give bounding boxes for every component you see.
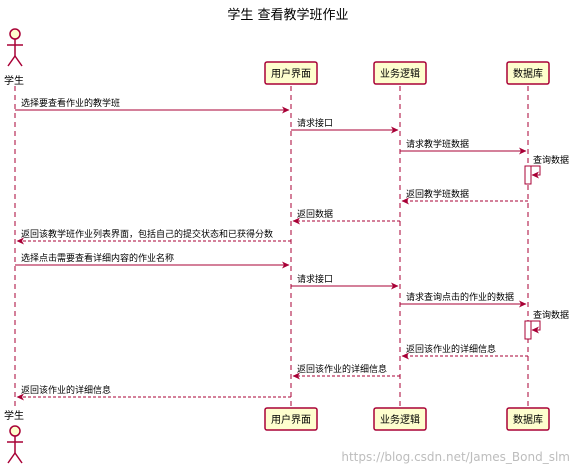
messages: 选择要查看作业的教学班请求接口请求教学班数据查询数据返回教学班数据返回数据返回该… — [15, 97, 569, 401]
actor-top: 学生 — [4, 28, 24, 87]
actor-label: 学生 — [4, 409, 24, 422]
participant-label: 业务逻辑 — [380, 67, 420, 80]
message-label: 请求教学班数据 — [406, 138, 469, 150]
participants-bottom: 学生 用户界面 业务逻辑 数据库 — [4, 407, 550, 464]
message-label: 选择要查看作业的教学班 — [21, 97, 120, 109]
activation-bar — [524, 320, 532, 340]
message-label: 选择点击需要查看详细内容的作业名称 — [21, 252, 174, 264]
message-label: 查询数据 — [533, 154, 569, 166]
message-arrow: 请求接口 — [291, 117, 399, 134]
message-arrow: 返回该作业的详细信息 — [401, 343, 528, 360]
actor-bottom: 学生 — [4, 409, 24, 464]
participant-ui-top: 用户界面 — [264, 61, 318, 85]
message-arrow: 返回数据 — [292, 208, 400, 225]
message-label: 返回该作业的详细信息 — [297, 363, 387, 375]
message-label: 返回该作业的详细信息 — [406, 343, 496, 355]
message-arrow: 请求教学班数据 — [400, 138, 527, 155]
participant-label: 业务逻辑 — [380, 413, 420, 426]
participant-label: 用户界面 — [271, 413, 311, 426]
participant-db-top: 数据库 — [506, 61, 550, 85]
message-arrow: 请求接口 — [291, 273, 399, 290]
message-arrow: 返回该作业的详细信息 — [16, 384, 291, 401]
participant-logic-bottom: 业务逻辑 — [373, 407, 427, 431]
message-arrow: 查询数据 — [528, 154, 569, 179]
participants-top: 学生 用户界面 业务逻辑 数据库 — [4, 28, 550, 87]
message-arrow: 返回该教学班作业列表界面，包括自己的提交状态和已获得分数 — [16, 228, 291, 245]
stick-figure-icon — [7, 425, 23, 464]
message-label: 查询数据 — [533, 309, 569, 321]
watermark: https://blog.csdn.net/James_Bond_slm — [341, 450, 570, 464]
message-label: 返回该教学班作业列表界面，包括自己的提交状态和已获得分数 — [21, 228, 273, 240]
actor-label: 学生 — [4, 74, 24, 87]
message-label: 返回教学班数据 — [406, 188, 469, 200]
participant-ui-bottom: 用户界面 — [264, 407, 318, 431]
participant-label: 用户界面 — [271, 67, 311, 80]
message-label: 请求查询点击的作业的数据 — [406, 291, 514, 303]
message-arrow: 选择点击需要查看详细内容的作业名称 — [15, 252, 290, 269]
lifelines — [14, 86, 529, 406]
activation-bar — [524, 165, 532, 185]
message-arrow: 选择要查看作业的教学班 — [15, 97, 290, 114]
participant-label: 数据库 — [513, 67, 543, 80]
message-arrow: 查询数据 — [528, 309, 569, 334]
message-label: 返回该作业的详细信息 — [21, 384, 111, 396]
message-arrow: 返回该作业的详细信息 — [292, 363, 400, 380]
stick-figure-icon — [7, 28, 23, 67]
message-arrow: 请求查询点击的作业的数据 — [400, 291, 527, 308]
participant-label: 数据库 — [513, 413, 543, 426]
message-label: 请求接口 — [297, 273, 333, 285]
participant-logic-top: 业务逻辑 — [373, 61, 427, 85]
message-arrow: 返回教学班数据 — [401, 188, 528, 205]
diagram-title: 学生 查看教学班作业 — [227, 7, 348, 23]
participant-db-bottom: 数据库 — [506, 407, 550, 431]
message-label: 返回数据 — [297, 208, 333, 220]
message-label: 请求接口 — [297, 117, 333, 129]
